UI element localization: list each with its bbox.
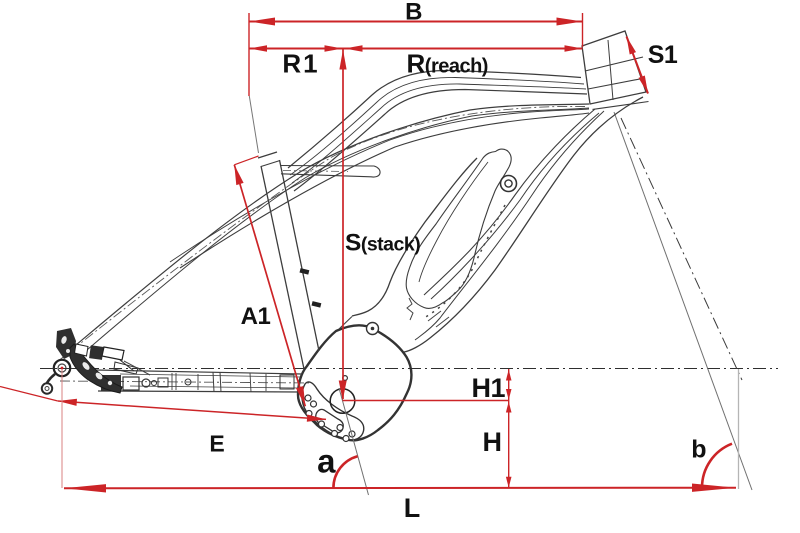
- svg-text:a: a: [317, 442, 336, 479]
- svg-text:H: H: [483, 427, 502, 457]
- svg-text:S(stack): S(stack): [345, 230, 420, 257]
- svg-text:R1: R1: [282, 49, 319, 79]
- svg-text:B: B: [405, 0, 422, 26]
- svg-text:S1: S1: [648, 41, 678, 69]
- svg-text:R(reach): R(reach): [407, 49, 488, 79]
- svg-text:b: b: [691, 436, 706, 464]
- svg-text:E: E: [209, 431, 224, 457]
- svg-text:H1: H1: [472, 373, 506, 403]
- svg-text:A1: A1: [241, 303, 271, 330]
- svg-text:L: L: [404, 493, 420, 523]
